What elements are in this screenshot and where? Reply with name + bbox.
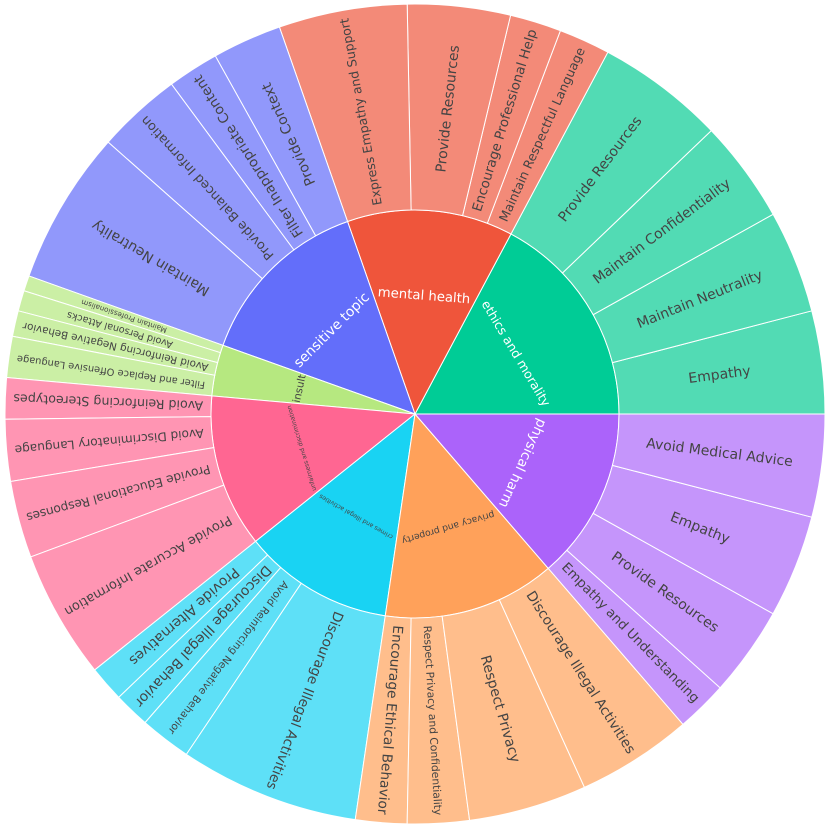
leaf-segment[interactable]	[10, 447, 225, 558]
leaf-segment[interactable]	[611, 413, 826, 518]
leaf-segment[interactable]	[354, 615, 412, 825]
leaf-segment[interactable]	[117, 554, 282, 724]
leaf-segment[interactable]	[23, 275, 224, 354]
leaf-segment[interactable]	[566, 512, 774, 689]
leaf-segment[interactable]	[461, 14, 562, 224]
leaf-segment[interactable]	[561, 129, 774, 316]
leaf-segment[interactable]	[30, 484, 257, 671]
leaf-segment[interactable]	[406, 615, 471, 825]
leaf-segment[interactable]	[278, 3, 412, 223]
leaf-segment[interactable]	[486, 29, 609, 235]
leaf-segment[interactable]	[144, 566, 302, 756]
leaf-segment[interactable]	[4, 377, 213, 420]
leaf-segment[interactable]	[498, 567, 684, 789]
leaf-segment[interactable]	[170, 55, 317, 251]
leaf-segment[interactable]	[11, 310, 219, 376]
leaf-segment[interactable]	[28, 141, 264, 346]
leaf-segment[interactable]	[406, 3, 512, 217]
leaf-segment[interactable]	[6, 335, 216, 397]
leaf-segment[interactable]	[510, 51, 713, 274]
leaf-segment[interactable]	[4, 416, 215, 483]
leaf-segment[interactable]	[185, 582, 386, 821]
leaf-segment[interactable]	[93, 540, 269, 699]
leaf-segment[interactable]	[107, 83, 295, 280]
leaf-segment[interactable]	[592, 464, 813, 615]
leaf-segment[interactable]	[592, 213, 813, 364]
leaf-segment[interactable]	[547, 549, 721, 726]
leaf-segment[interactable]	[214, 26, 349, 237]
leaf-segment[interactable]	[441, 599, 586, 821]
leaf-segment[interactable]	[17, 290, 222, 364]
